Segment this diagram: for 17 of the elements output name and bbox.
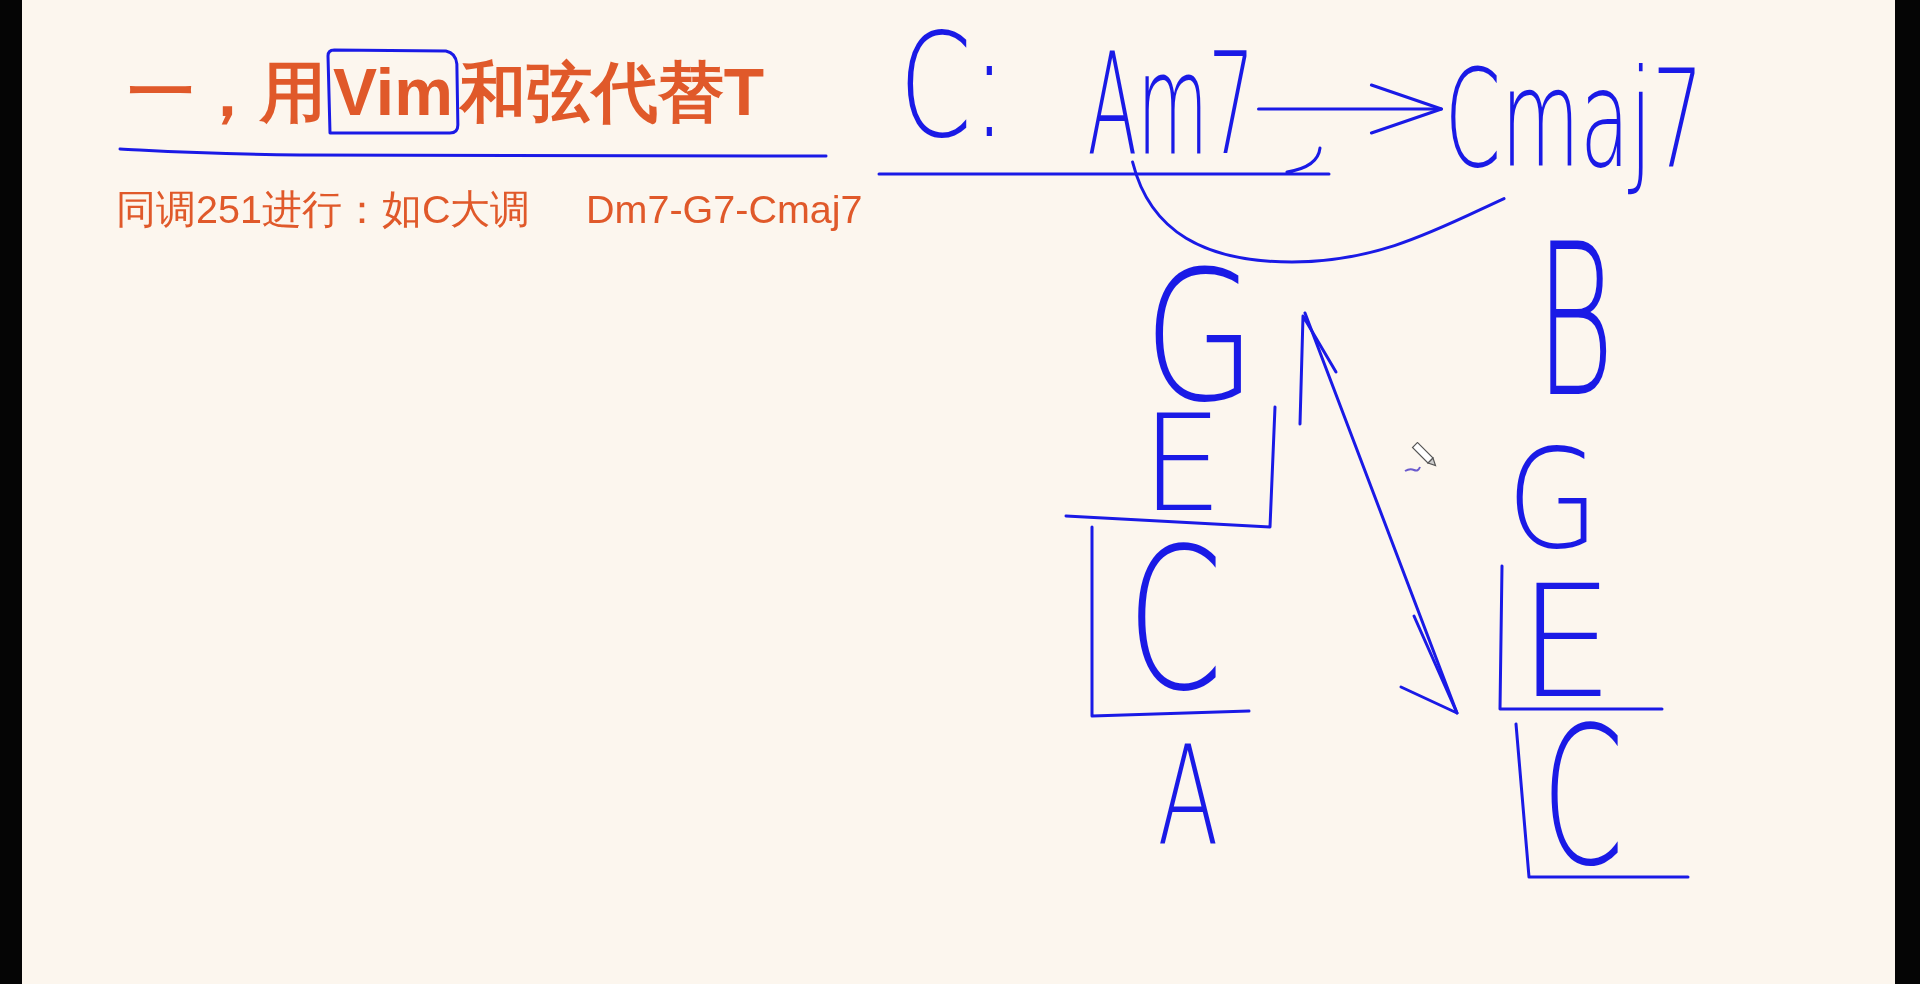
note-name: A (1157, 741, 1219, 851)
key-label: C: (898, 28, 1008, 144)
subtitle: Dm7-G7-Cmaj7 (586, 187, 863, 231)
note-name: G (1143, 266, 1257, 410)
note-name: E (1518, 581, 1614, 705)
arrow (1257, 83, 1443, 135)
chord-name: Cmaj7 (1444, 42, 1704, 198)
note-name: E (1141, 410, 1223, 518)
note-name: G (1506, 445, 1600, 555)
hand-drawn-box (326, 48, 460, 135)
note-name: C (1541, 722, 1625, 874)
note-name: C (1126, 541, 1224, 699)
title: 一，用Vim和弦代替T (128, 59, 765, 125)
chord-name: Am7 (1087, 49, 1255, 161)
note-name: B (1535, 236, 1615, 406)
subtitle: 同调251进行：如C大调 (116, 187, 531, 231)
connector-line (1131, 160, 1506, 264)
